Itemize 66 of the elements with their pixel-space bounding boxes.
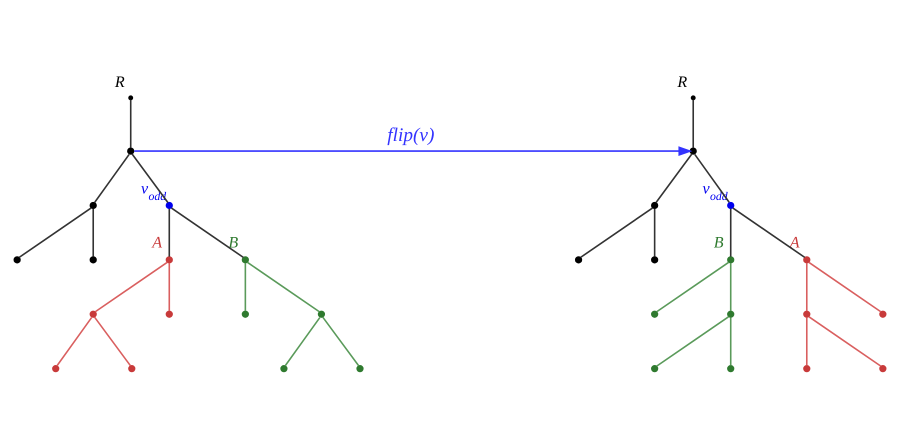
arrow: [134, 146, 692, 156]
node-circle: [13, 256, 20, 264]
node-label: R: [114, 74, 124, 91]
connector: [246, 262, 320, 312]
connector: [692, 100, 694, 148]
connector: [805, 318, 808, 366]
connector: [656, 262, 728, 312]
node-circle: [802, 310, 810, 318]
connector: [654, 153, 692, 204]
connector: [56, 317, 92, 366]
connector: [580, 207, 652, 258]
node-circle: [726, 256, 734, 264]
connector: [729, 318, 732, 366]
node-label: A: [789, 234, 800, 252]
connector: [322, 316, 359, 366]
node-circle: [241, 256, 248, 264]
node-circle: [726, 310, 734, 318]
node-circle: [317, 310, 325, 318]
node-label: B: [228, 234, 238, 252]
node-circle: [52, 365, 59, 372]
node-label: A: [152, 234, 162, 252]
connector: [808, 316, 881, 367]
node-circle: [128, 365, 135, 372]
node-circle: [356, 365, 364, 372]
node-circle: [126, 147, 134, 155]
node-circle: [650, 256, 658, 264]
node-circle: [726, 202, 734, 210]
connector: [94, 262, 168, 312]
edge-label: flip(v): [386, 124, 434, 146]
node-circle: [165, 202, 172, 210]
node-circle: [689, 147, 696, 155]
node-cross: [128, 95, 133, 100]
node-label: B: [713, 234, 724, 252]
node-circle: [802, 256, 810, 264]
node-circle: [89, 202, 96, 210]
node-circle: [726, 365, 734, 372]
node-circle: [241, 310, 248, 318]
connector: [729, 208, 732, 257]
connector: [93, 316, 131, 366]
node-circle: [165, 256, 172, 264]
connector: [653, 208, 655, 257]
connector: [805, 263, 808, 311]
connector: [808, 262, 881, 312]
node-circle: [650, 202, 658, 210]
node-circle: [802, 365, 810, 372]
node-circle: [89, 310, 96, 318]
connector: [656, 316, 728, 367]
node-circle: [89, 256, 96, 264]
node-circle: [878, 365, 886, 372]
connector: [244, 263, 246, 311]
connector: [168, 263, 170, 311]
connector: [94, 154, 130, 203]
node-circle: [165, 310, 172, 318]
node-circle: [280, 365, 288, 372]
connector: [92, 208, 94, 257]
connector: [18, 207, 91, 258]
node-circle: [650, 365, 658, 372]
connector: [729, 263, 732, 311]
node-circle: [878, 310, 886, 318]
node-cross: [690, 95, 696, 100]
node-circle: [650, 310, 658, 318]
connector: [168, 208, 170, 257]
connector: [129, 100, 132, 148]
node-circle: [574, 256, 582, 264]
connector: [284, 317, 320, 366]
node-label: R: [676, 74, 687, 91]
